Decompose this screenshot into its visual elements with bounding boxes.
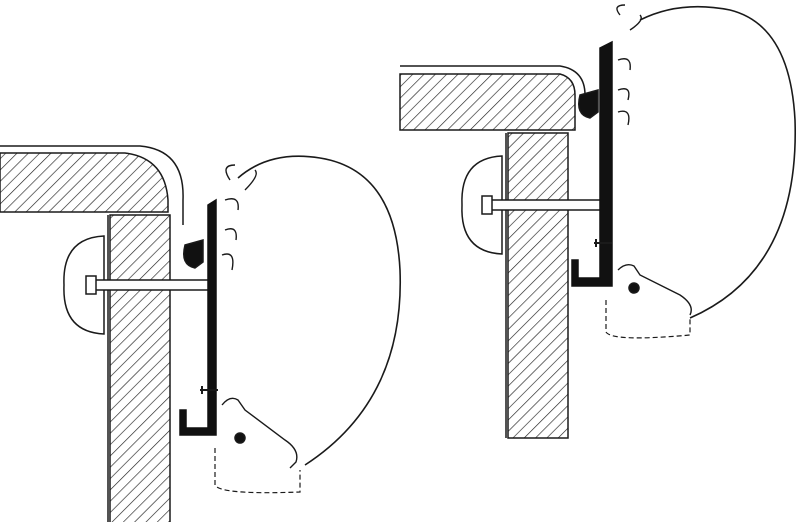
bolt — [91, 279, 211, 291]
roof-skin — [0, 145, 184, 225]
wall-section — [109, 214, 171, 522]
left-panel — [0, 145, 402, 522]
awning-cassette — [237, 155, 402, 466]
dashed-outline — [605, 300, 691, 339]
screw — [200, 386, 218, 394]
right-panel — [399, 4, 796, 439]
bolt — [487, 199, 611, 211]
awning-cassette — [639, 5, 796, 319]
mounting-plate — [63, 235, 105, 335]
roof-slab — [0, 152, 169, 213]
wall-bracket — [571, 40, 613, 287]
wall-bracket — [179, 198, 217, 436]
dashed-outline — [214, 448, 301, 494]
roof-slab — [399, 73, 576, 131]
screw — [594, 239, 612, 247]
wall-section — [507, 132, 569, 439]
